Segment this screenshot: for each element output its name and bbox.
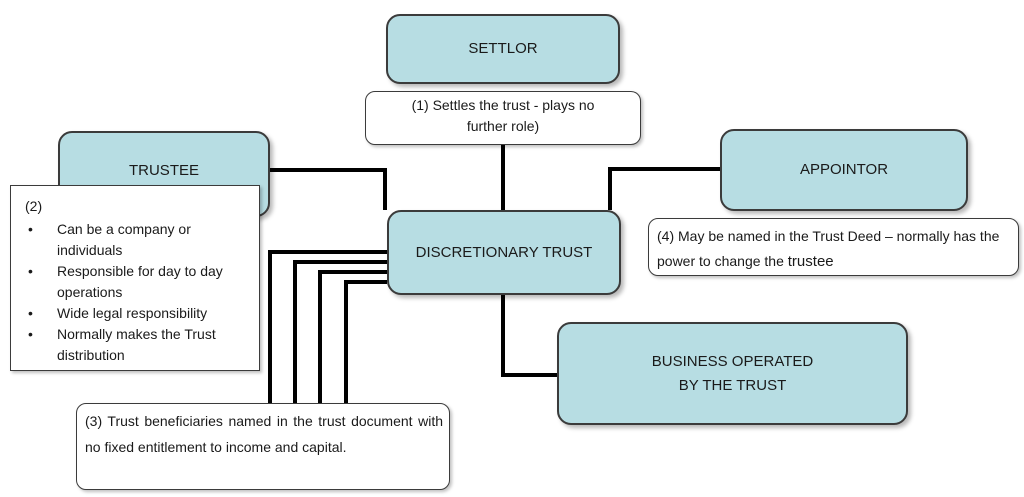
trustee-label: TRUSTEE — [128, 162, 199, 179]
appointor-note: (4) May be named in the Trust Deed – nor… — [648, 218, 1019, 276]
beneficiary-connector-1 — [268, 250, 387, 403]
settlor-box: SETTLOR — [386, 14, 620, 84]
trustee-trust-connector — [270, 168, 387, 210]
trustee-note-number: (2) — [25, 198, 43, 214]
list-item: Normally makes the Trust distribution — [28, 324, 249, 366]
discretionary-trust-label: DISCRETIONARY TRUST — [415, 243, 593, 261]
list-item: Wide legal responsibility — [28, 303, 249, 324]
settlor-note: (1) Settles the trust - plays no further… — [365, 91, 641, 145]
business-box: BUSINESS OPERATED BY THE TRUST — [557, 322, 908, 425]
appointor-trust-connector — [608, 167, 720, 210]
beneficiaries-note: (3) Trust beneficiaries named in the tru… — [76, 403, 450, 490]
beneficiaries-note-text: (3) Trust beneficiaries named in the tru… — [85, 413, 443, 455]
trust-business-connector — [501, 295, 557, 377]
beneficiary-connector-2 — [293, 260, 387, 403]
appointor-note-text: (4) May be named in the Trust Deed – nor… — [657, 228, 1000, 269]
business-label-line-2: BY THE TRUST — [678, 376, 787, 394]
business-label-line-1: BUSINESS OPERATED — [651, 352, 814, 370]
settlor-note-line-1: (1) Settles the trust - plays no — [411, 97, 595, 113]
appointor-note-trustee-word: trustee — [787, 253, 834, 270]
discretionary-trust-box: DISCRETIONARY TRUST — [387, 210, 621, 295]
settlor-note-line-2: further role) — [466, 118, 540, 134]
appointor-box: APPOINTOR — [720, 129, 968, 211]
beneficiary-connector-3 — [318, 270, 387, 403]
beneficiary-connector-4 — [344, 280, 387, 403]
list-item: Can be a company or individuals — [28, 219, 249, 261]
list-item: Responsible for day to day operations — [28, 261, 249, 303]
settlor-label: SETTLOR — [468, 40, 538, 57]
trustee-note: (2) Can be a company or individuals Resp… — [10, 185, 260, 371]
business-label: BUSINESS OPERATED BY THE TRUST — [652, 350, 813, 398]
appointor-label: APPOINTOR — [799, 161, 889, 178]
trustee-note-list: Can be a company or individuals Responsi… — [25, 219, 249, 366]
